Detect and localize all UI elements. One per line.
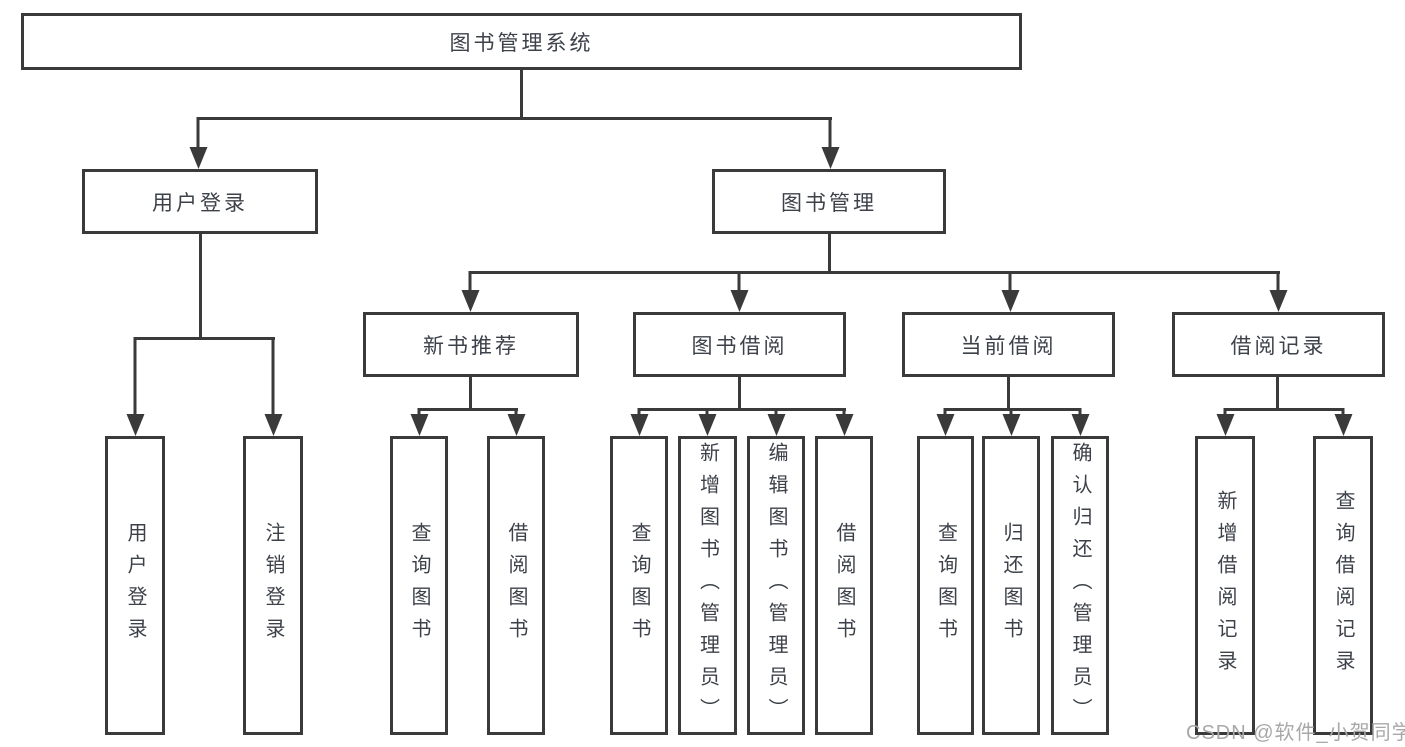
arrow-down-icon [1078,408,1082,414]
connector-line [134,337,275,340]
node-root-library-management-system: 图书管理系统 [21,13,1022,70]
node-label: 编辑图书（管理员） [765,441,787,730]
arrow-down-icon [705,408,709,414]
arrow-down-icon [271,337,275,414]
node-book-borrowing: 图书借阅 [633,312,846,377]
node-label: 注销登录 [262,521,284,650]
node-label: 用户登录 [152,191,248,215]
node-book-management: 图书管理 [712,169,946,234]
node-label: 查询图书 [628,521,650,650]
connector-line [1224,408,1344,411]
node-label: 查询借阅记录 [1332,489,1354,682]
arrow-down-icon [468,271,472,290]
node-label: 查询图书 [934,521,957,650]
arrow-down-icon [1009,408,1013,414]
arrow-down-icon [1276,271,1280,290]
leaf-query-books-current: 查询图书 [917,436,974,735]
connector-line [520,69,523,117]
leaf-query-books-borrowing: 查询图书 [610,436,668,735]
node-label: 借阅记录 [1230,334,1327,358]
node-label: 图书管理 [781,191,877,215]
leaf-add-borrow-record: 新增借阅记录 [1195,436,1255,735]
node-current-borrowing: 当前借阅 [902,312,1115,377]
arrow-down-icon [196,117,200,147]
connector-line [1007,377,1010,408]
node-label: 图书管理系统 [449,31,594,55]
arrow-down-icon [133,337,137,414]
node-label: 新增借阅记录 [1214,489,1236,682]
leaf-borrow-books-recommend: 借阅图书 [487,436,545,735]
arrow-down-icon [514,408,518,414]
connector-line [197,117,832,120]
arrow-down-icon [842,408,846,414]
connector-line [738,377,741,408]
node-label: 图书借阅 [691,334,788,358]
leaf-return-books: 归还图书 [982,436,1040,735]
connector-line [944,408,1081,411]
leaf-borrow-books: 借阅图书 [815,436,873,735]
connector-line [638,408,846,411]
connector-line [828,234,831,271]
leaf-logout: 注销登录 [243,436,303,735]
leaf-add-books-admin: 新增图书（管理员） [678,436,737,735]
node-label: 确认归还（管理员） [1069,441,1091,730]
arrow-down-icon [1223,408,1227,414]
leaf-edit-books-admin: 编辑图书（管理员） [747,436,805,735]
node-new-book-recommendation: 新书推荐 [363,312,579,377]
connector-line [1276,377,1279,408]
leaf-query-books-recommend: 查询图书 [390,436,448,735]
connector-line [199,234,202,337]
node-label: 新增图书（管理员） [696,441,719,730]
csdn-watermark: CSDN @软件_小贺同学 [1186,722,1405,744]
arrow-down-icon [774,408,778,414]
arrow-down-icon [1341,408,1345,414]
node-label: 用户登录 [124,521,146,650]
connector-line [469,377,472,408]
arrow-down-icon [417,408,421,414]
node-label: 借阅图书 [833,521,855,650]
arrow-down-icon [828,117,832,147]
leaf-confirm-return-admin: 确认归还（管理员） [1051,436,1109,735]
node-user-login: 用户登录 [82,169,318,234]
connector-line [469,271,1280,274]
arrow-down-icon [737,271,741,290]
arrow-down-icon [1008,271,1012,290]
node-borrowing-records: 借阅记录 [1172,312,1385,377]
node-label: 查询图书 [408,521,430,650]
leaf-query-borrow-record: 查询借阅记录 [1313,436,1373,735]
node-label: 当前借阅 [960,334,1057,358]
node-label: 新书推荐 [423,334,519,358]
connector-line [418,408,518,411]
node-label: 借阅图书 [505,521,527,650]
node-label: 归还图书 [1000,521,1022,650]
arrow-down-icon [637,408,641,414]
arrow-down-icon [943,408,947,414]
leaf-user-login: 用户登录 [105,436,165,735]
